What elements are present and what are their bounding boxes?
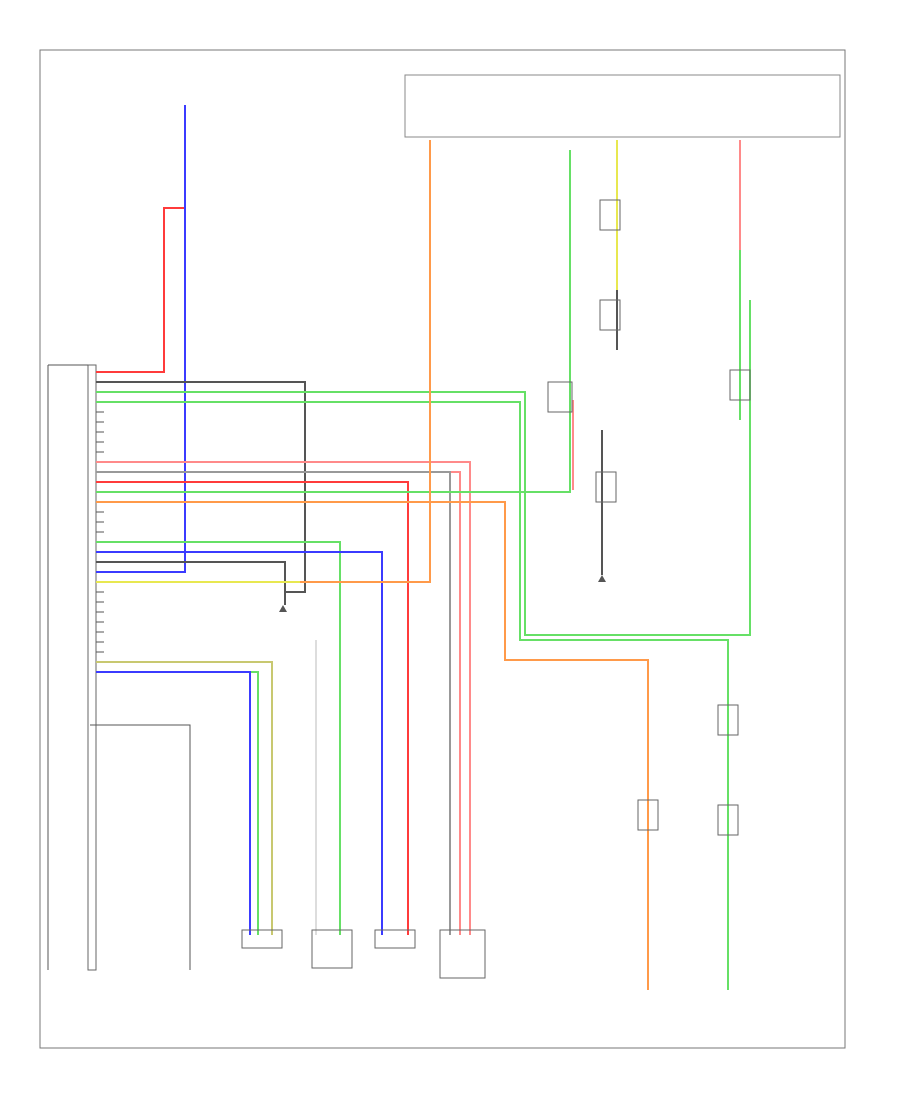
wire-blue-ignition	[96, 105, 186, 573]
relay-switch	[547, 381, 573, 413]
wire-green-4	[96, 541, 341, 935]
wire-blue-2	[96, 551, 383, 935]
sensor-right-front	[439, 929, 486, 979]
connector-orange	[637, 799, 659, 831]
connector-pin-ticks	[96, 371, 104, 673]
wire-black-ground	[96, 561, 286, 605]
wire-gray-3	[96, 471, 451, 935]
wire-green-2	[96, 401, 729, 990]
wire-orange-1	[96, 140, 431, 583]
diagram-border	[39, 49, 846, 1049]
wire-orange-2	[96, 501, 649, 990]
wire-red-3	[96, 481, 409, 935]
sensor-left-front	[311, 929, 353, 969]
sensor-left-rear	[241, 929, 283, 949]
sub-unit-box	[90, 724, 191, 970]
relay-right	[729, 369, 751, 401]
components	[241, 199, 751, 979]
relay-mid	[599, 299, 621, 331]
ground-symbol-1	[279, 605, 287, 612]
wire-blue-3	[96, 671, 251, 935]
fuse-box	[404, 74, 841, 138]
relay-top	[599, 199, 621, 231]
wire-pink-1	[96, 461, 471, 935]
wire-green-1	[96, 300, 751, 636]
wire-olive-1	[96, 661, 273, 935]
wire-green-5	[96, 671, 259, 935]
control-unit-connector	[87, 364, 97, 971]
connector-right-2	[717, 804, 739, 836]
ground-symbol-2	[598, 575, 606, 582]
wire-red-power	[96, 207, 184, 373]
sensor-right-rear	[374, 929, 416, 949]
wire-green-3	[96, 150, 571, 493]
wires	[96, 105, 751, 990]
connector-right-1	[717, 704, 739, 736]
relay-lower	[595, 471, 617, 503]
